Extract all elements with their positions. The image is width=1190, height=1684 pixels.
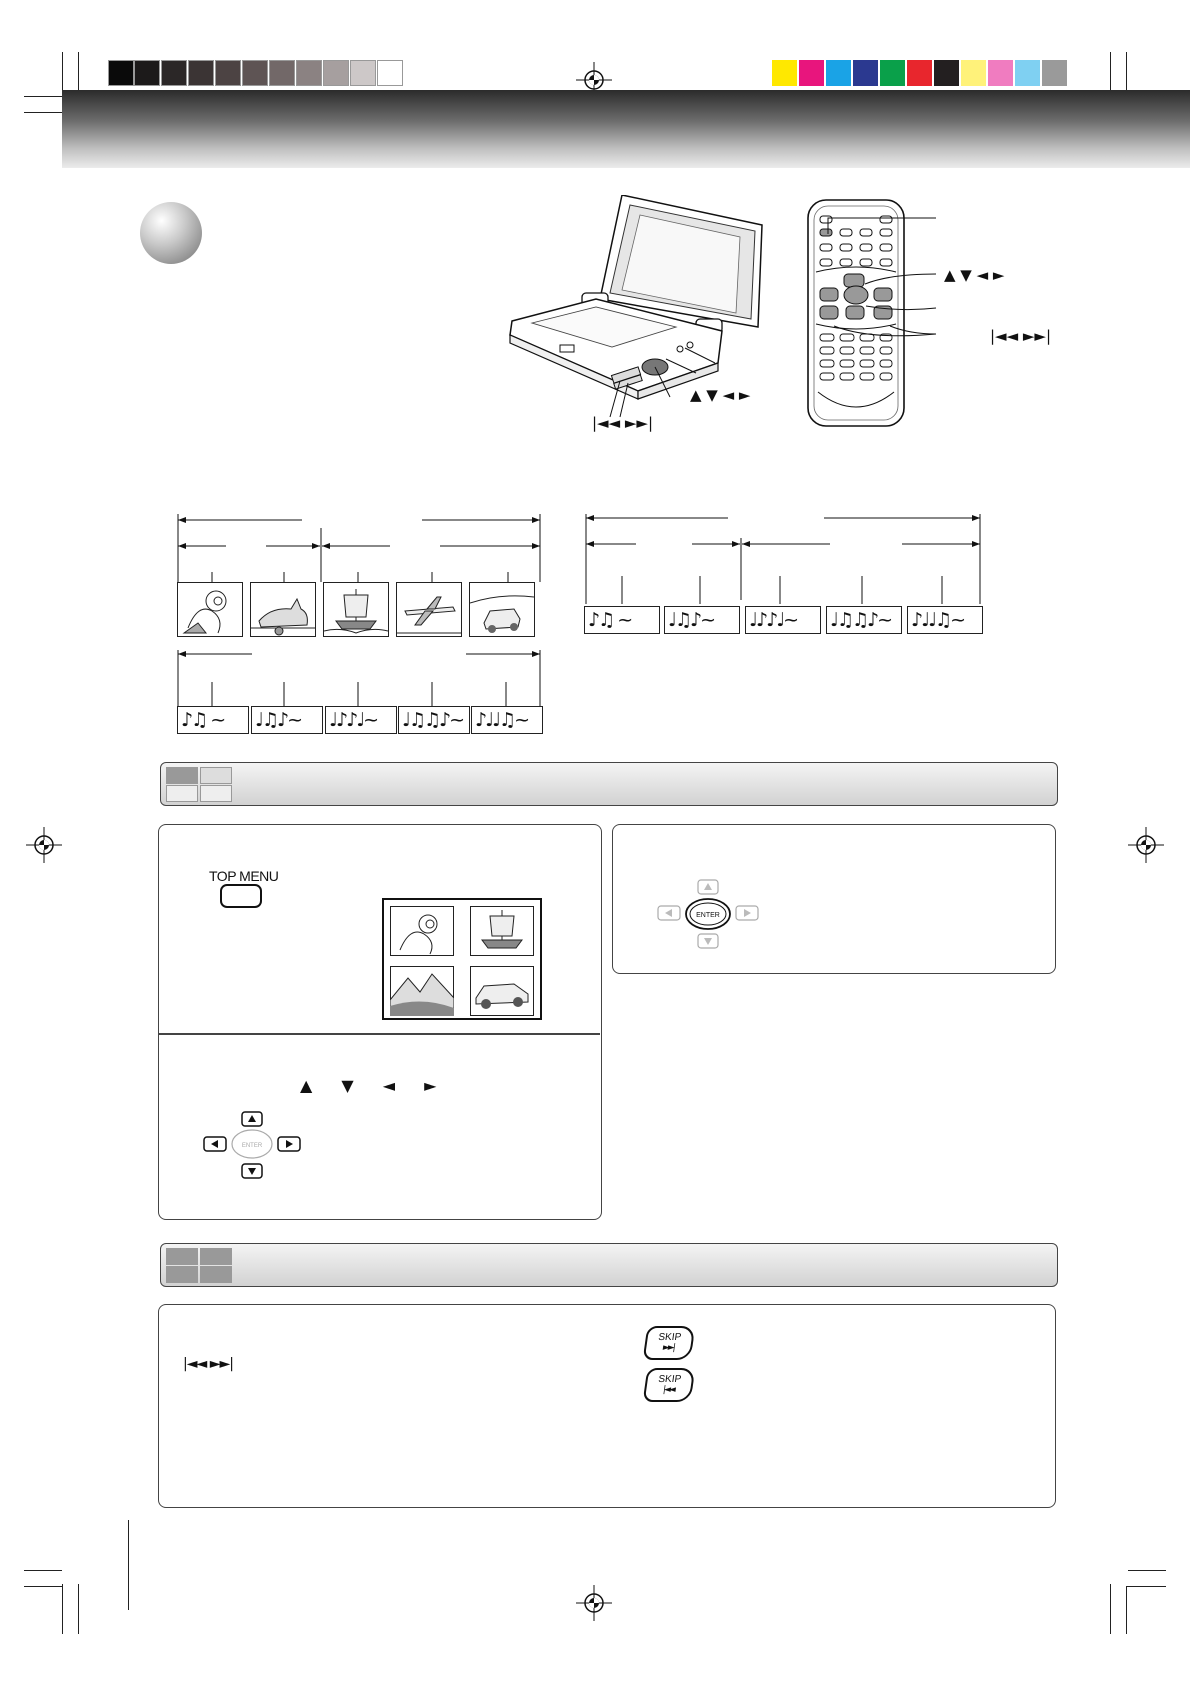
audio-track-frame: ♪♩♩♫~ — [471, 706, 543, 734]
registration-mark-left — [26, 827, 62, 863]
video-frame-thumbnail — [323, 582, 389, 637]
swatch — [269, 60, 295, 86]
swatch — [1042, 60, 1068, 86]
disc-type-chip — [166, 1266, 198, 1283]
enter-panel — [612, 824, 1056, 974]
audio-track-frame: ♩♫♫♪~ — [398, 706, 470, 734]
swatch — [853, 60, 879, 86]
header-band — [62, 90, 1190, 168]
swatch — [161, 60, 187, 86]
track-structure-diagram-lines — [177, 648, 541, 706]
remote-leader-lines — [827, 217, 937, 337]
video-frame-thumbnail — [396, 582, 462, 637]
swatch — [934, 60, 960, 86]
portable-dvd-player-illustration — [509, 195, 763, 418]
skip-keys-label: |◄◄ ►►| — [183, 1356, 234, 1372]
disc-type-chip — [200, 785, 232, 802]
skip-back-icon: |◄◄ — [662, 1385, 675, 1395]
disc-type-chip — [200, 767, 232, 784]
registration-mark-bottom — [576, 1585, 612, 1621]
section-bar-disc-menu — [160, 762, 1058, 806]
swatch — [350, 60, 376, 86]
audio-track-frame: ♪♫ ~ — [177, 706, 249, 734]
swatch — [772, 60, 798, 86]
disc-type-chip — [200, 1266, 232, 1283]
swatch — [826, 60, 852, 86]
swatch — [377, 60, 403, 86]
svg-text:ENTER: ENTER — [696, 912, 720, 919]
disc-type-chip — [166, 785, 198, 802]
audio-structure-diagram-lines — [585, 512, 981, 604]
disc-menu-screen — [382, 898, 542, 1020]
disc-type-chip — [200, 1248, 232, 1265]
menu-thumbnail-girl[interactable] — [390, 906, 454, 956]
video-frame-thumbnail — [469, 582, 535, 637]
disc-type-chip — [166, 767, 198, 784]
arrow-keys-label: ▲ ▼ ◄ ► — [300, 1076, 449, 1095]
swatch — [215, 60, 241, 86]
player-skip-keys-label: |◄◄ ►►| — [592, 414, 654, 432]
swatch — [108, 60, 134, 86]
skip-back-button[interactable]: SKIP |◄◄ — [642, 1368, 696, 1402]
swatch — [323, 60, 349, 86]
menu-thumbnail-ship[interactable] — [470, 906, 534, 956]
swatch — [961, 60, 987, 86]
section-bar-skip — [160, 1243, 1058, 1287]
audio-track-frame: ♪♫ ~ — [584, 606, 660, 634]
swatch — [134, 60, 160, 86]
video-structure-diagram-lines — [177, 512, 541, 582]
skip-back-label: SKIP — [657, 1374, 682, 1385]
swatch — [907, 60, 933, 86]
registration-mark-right — [1128, 827, 1164, 863]
swatch — [1015, 60, 1041, 86]
skip-panel — [158, 1304, 1056, 1508]
video-frame-thumbnail — [250, 582, 316, 637]
disc-type-chip — [166, 1248, 198, 1265]
audio-track-frame: ♩♫♪~ — [251, 706, 323, 734]
cursor-pad-icon: ENTER — [203, 1111, 301, 1179]
skip-forward-label: SKIP — [657, 1332, 682, 1343]
enter-pad-icon[interactable]: ENTER — [656, 878, 760, 950]
top-menu-button[interactable] — [220, 884, 262, 908]
audio-track-frame: ♪♩♩♫~ — [907, 606, 983, 634]
player-arrow-keys-label: ▲ ▼ ◄ ► — [690, 386, 751, 404]
section-orb-icon — [140, 202, 202, 264]
top-menu-button-label: TOP MENU — [209, 868, 279, 884]
svg-text:ENTER: ENTER — [242, 1143, 263, 1149]
swatch — [188, 60, 214, 86]
swatch — [799, 60, 825, 86]
swatch — [242, 60, 268, 86]
menu-thumbnail-mountains[interactable] — [390, 966, 454, 1016]
remote-arrow-keys-label: ▲ ▼ ◄ ► — [944, 266, 1005, 284]
video-frame-thumbnail — [177, 582, 243, 637]
panel-divider — [159, 1033, 600, 1035]
audio-track-frame: ♩♪♪♩~ — [325, 706, 397, 734]
menu-thumbnail-car[interactable] — [470, 966, 534, 1016]
swatch — [296, 60, 322, 86]
swatch — [880, 60, 906, 86]
skip-forward-icon: ►►| — [662, 1343, 675, 1353]
audio-track-frame: ♩♫♪~ — [664, 606, 740, 634]
skip-forward-button[interactable]: SKIP ►►| — [642, 1326, 696, 1360]
audio-track-frame: ♩♪♪♩~ — [745, 606, 821, 634]
swatch — [988, 60, 1014, 86]
audio-track-frame: ♩♫♫♪~ — [826, 606, 902, 634]
remote-skip-keys-label: |◄◄ ►►| — [990, 327, 1052, 345]
